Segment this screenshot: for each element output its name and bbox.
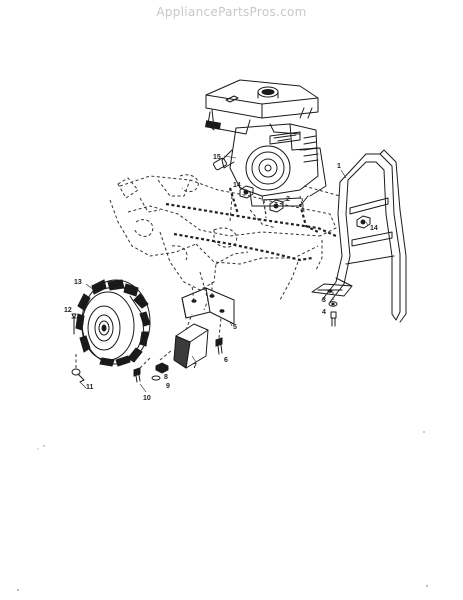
callout-7: 7 <box>193 363 197 370</box>
callout-1: 1 <box>337 163 341 170</box>
callout-14-left: 14 <box>233 182 241 189</box>
bracket[interactable] <box>181 280 235 325</box>
callout-12: 12 <box>64 307 72 314</box>
bolt-right[interactable] <box>330 292 337 327</box>
callouts: 15 1 2 14 14 3 4 5 6 7 8 9 10 11 12 13 <box>64 154 378 402</box>
nut-right[interactable] <box>356 215 371 229</box>
callout-8: 8 <box>164 374 168 381</box>
nut-upper[interactable] <box>269 199 284 213</box>
callout-3: 3 <box>322 297 326 304</box>
handlebar-frame[interactable] <box>311 149 407 323</box>
clevis-pin[interactable] <box>71 313 77 335</box>
callout-10: 10 <box>143 395 151 402</box>
wheel-tire[interactable] <box>75 279 151 367</box>
callout-5: 5 <box>233 324 237 331</box>
callout-13: 13 <box>74 279 82 286</box>
callout-15: 15 <box>213 154 221 161</box>
washer[interactable] <box>328 301 338 307</box>
callout-14-right: 14 <box>370 225 378 232</box>
callout-2: 2 <box>286 196 290 203</box>
block[interactable] <box>173 313 209 369</box>
nut-lower[interactable] <box>155 362 169 374</box>
nut-left[interactable] <box>239 185 254 199</box>
bolt-center[interactable] <box>215 317 223 355</box>
lockwasher[interactable] <box>151 349 173 381</box>
callout-11: 11 <box>86 384 94 391</box>
callout-4: 4 <box>322 309 326 316</box>
scan-specks <box>17 431 428 591</box>
callout-6: 6 <box>224 357 228 364</box>
tiller-body-phantom <box>109 174 341 311</box>
engine[interactable] <box>205 79 327 207</box>
callout-9: 9 <box>166 383 170 390</box>
watermark-text: AppliancePartsPros.com <box>156 5 307 19</box>
hairpin-clip[interactable] <box>71 352 85 383</box>
bolt-lower[interactable] <box>133 357 151 383</box>
